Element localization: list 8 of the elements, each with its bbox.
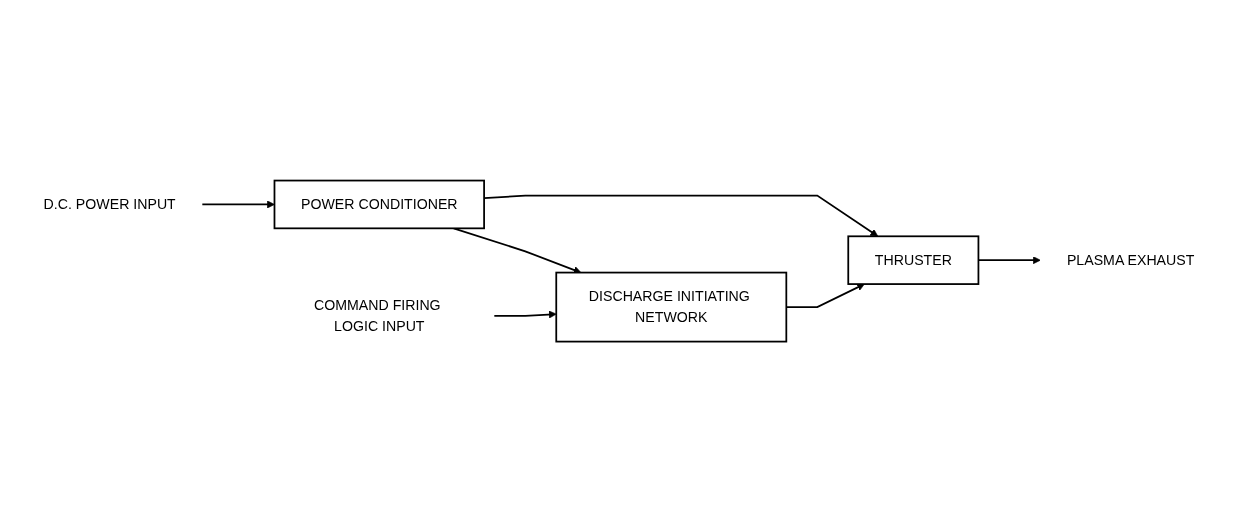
- node-text: COMMAND FIRING LOGIC INPUT: [314, 297, 441, 334]
- node-box: POWER CONDITIONER: [273, 179, 485, 230]
- arrow: [493, 310, 557, 319]
- node-text: D.C. POWER INPUT: [43, 196, 176, 212]
- arrow: [201, 200, 275, 209]
- node-text: PLASMA EXHAUST: [1066, 252, 1195, 268]
- node-box: THRUSTER: [847, 235, 980, 285]
- node-box: DISCHARGE INITIATING NETWORK: [555, 271, 788, 343]
